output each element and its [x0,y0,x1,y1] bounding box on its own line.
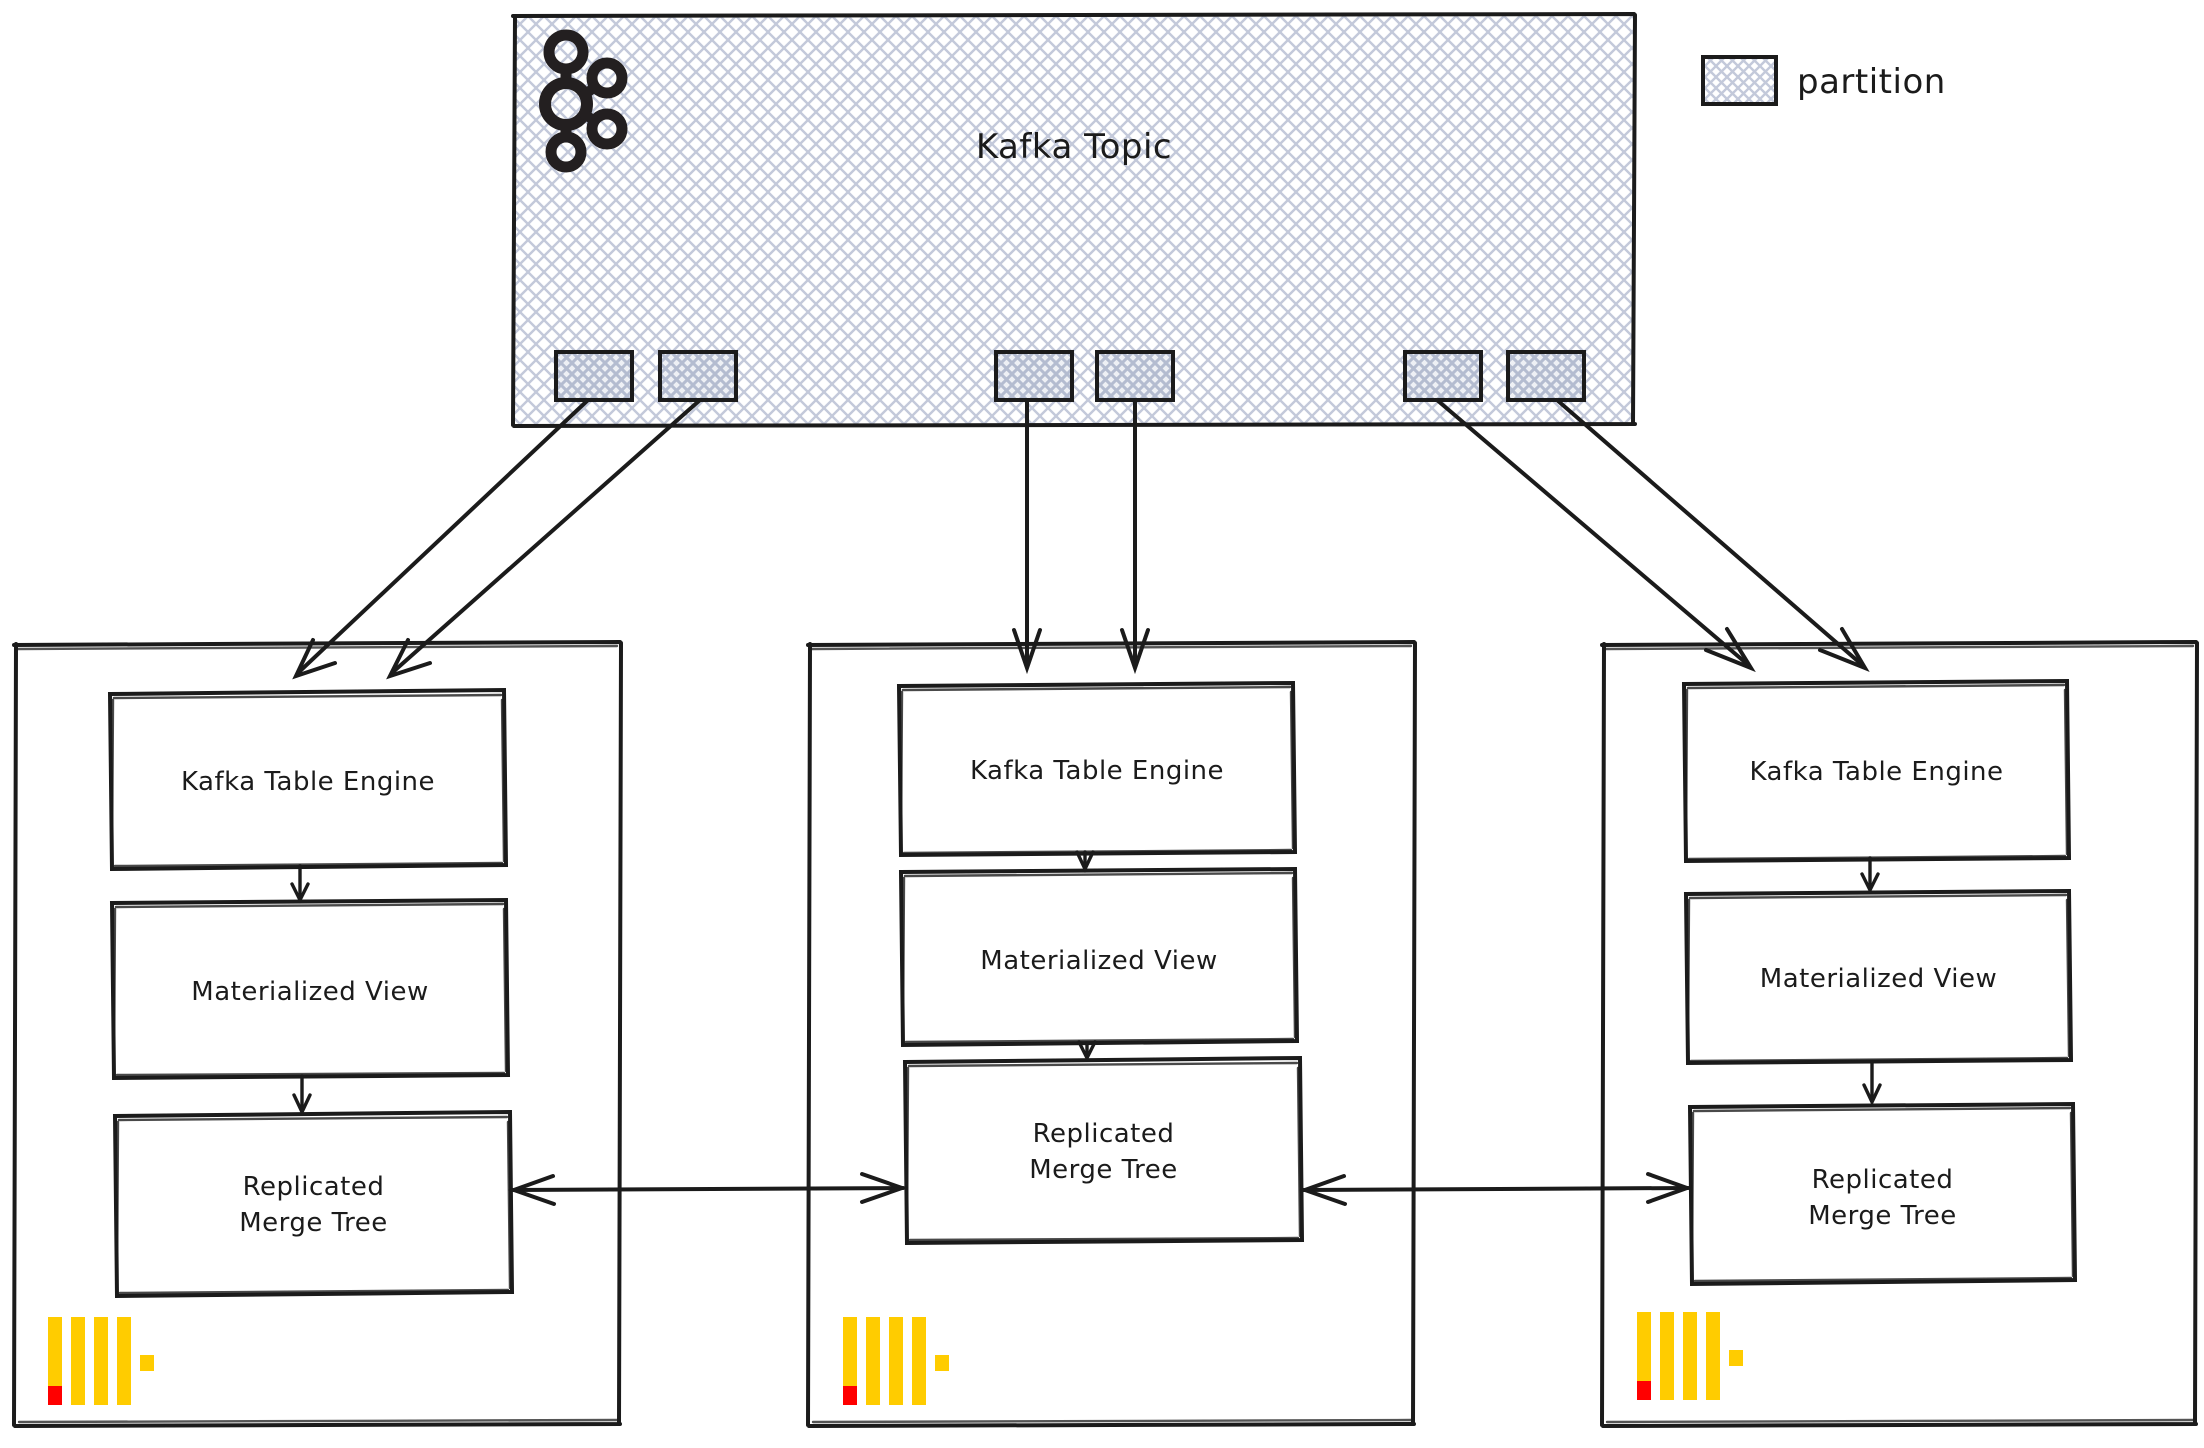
legend-swatch-icon [1701,55,1778,106]
node-container-left [12,640,623,1428]
arrow-replication-middle-right [1299,1172,1693,1206]
arrow-left-mv-to-rmt [292,1074,312,1116]
kafka-topic-title: Kafka Topic [975,127,1173,167]
partition-box-p3 [1095,350,1175,402]
kafka-topic-box [511,12,1637,428]
left-materialized-view-label: Materialized View [191,977,429,1007]
arrow-replication-left-middle [508,1172,909,1206]
clickhouse-logo-icon-middle [843,1317,949,1405]
right-materialized-view-label: Materialized View [1759,964,1998,994]
arrow-partition-p4-to-right-kte [1435,398,1756,673]
middle-replicated-merge-tree-label-line2: Merge Tree [1029,1155,1178,1185]
partition-box-p0 [554,350,634,402]
arrow-partition-p0-to-left-kte [292,398,590,680]
left-replicated-merge-tree-label-line1: Replicated [242,1172,385,1202]
arrow-partition-p2-to-middle-kte [1012,398,1042,675]
arrow-left-kte-to-mv [290,864,310,904]
partition-box-p1 [658,350,738,402]
arrow-middle-kte-to-mv [1075,850,1095,873]
clickhouse-logo-icon-right [1637,1312,1743,1400]
right-replicated-merge-tree-label-line1: Replicated [1811,1165,1954,1195]
right-replicated-merge-tree-label-line2: Merge Tree [1808,1201,1957,1231]
arrow-right-kte-to-mv [1860,856,1880,894]
clickhouse-logo-icon-left [48,1317,154,1405]
partition-box-p2 [994,350,1074,402]
partition-boxes [554,350,1586,402]
partition-box-p4 [1403,350,1483,402]
middle-materialized-view-label: Materialized View [980,946,1218,976]
legend-partition-label: partition [1797,62,1946,102]
arrow-partition-p1-to-left-kte [386,398,702,680]
middle-kafka-table-engine-label: Kafka Table Engine [969,756,1225,786]
arrow-partition-p3-to-middle-kte [1120,398,1150,675]
partition-box-p5 [1506,350,1586,402]
arrow-middle-mv-to-rmt [1077,1040,1097,1062]
right-kafka-table-engine-label: Kafka Table Engine [1749,757,2004,787]
arrow-right-mv-to-rmt [1862,1060,1882,1106]
left-replicated-merge-tree-label-line2: Merge Tree [239,1208,388,1238]
middle-replicated-merge-tree-label-line1: Replicated [1032,1119,1175,1149]
arrow-partition-p5-to-right-kte [1555,398,1870,673]
left-kafka-table-engine-label: Kafka Table Engine [180,767,436,797]
